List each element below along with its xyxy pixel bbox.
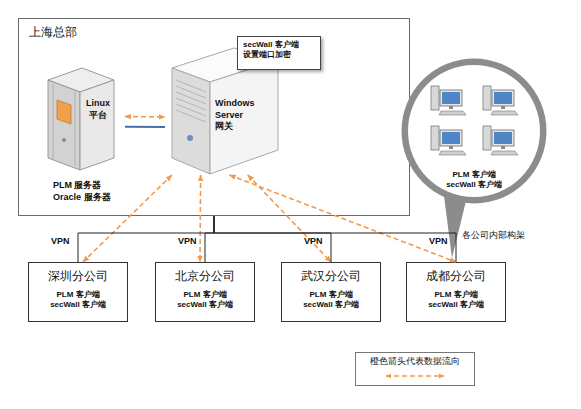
pc-keyboard bbox=[439, 111, 466, 115]
computer-icon bbox=[483, 86, 518, 115]
legend-item: 橙色箭头代表数据流向 bbox=[356, 353, 474, 385]
server-slot bbox=[176, 80, 206, 92]
data-flow-arrow bbox=[229, 175, 456, 262]
server-slot bbox=[176, 92, 206, 104]
legend-arrow bbox=[386, 375, 444, 377]
server-side bbox=[80, 80, 114, 170]
pc-tower bbox=[483, 126, 491, 150]
vpn-line bbox=[78, 216, 214, 262]
data-flow-arrow bbox=[83, 175, 172, 262]
link-line bbox=[125, 126, 165, 128]
legend-box: 橙色箭头代表数据流向 bbox=[355, 352, 475, 386]
branch-name: 深圳分公司 bbox=[29, 269, 127, 285]
pc-stand bbox=[501, 146, 505, 149]
server-side bbox=[210, 60, 278, 174]
server-ridge bbox=[53, 84, 54, 160]
data-flow-arrow bbox=[125, 116, 165, 118]
pc-screen bbox=[494, 92, 512, 104]
server-ridge bbox=[75, 92, 76, 166]
pc-tower bbox=[431, 86, 439, 110]
data-flow-arrow bbox=[248, 175, 331, 262]
server-button bbox=[62, 138, 66, 142]
pc-stand bbox=[449, 146, 453, 149]
server-badge bbox=[57, 100, 71, 124]
platform-label: Linux 平台 bbox=[83, 98, 113, 121]
edge-label: VPN bbox=[429, 236, 448, 248]
branch-software: PLM 客户端 secWall 客户端 bbox=[421, 290, 491, 311]
pc-monitor bbox=[440, 130, 462, 146]
server-slot bbox=[176, 104, 206, 116]
branch-box: 北京分公司 PLM 客户端 secWall 客户端 bbox=[155, 262, 255, 322]
branch-software: PLM 客户端 secWall 客户端 bbox=[43, 290, 113, 311]
site-name: 上海总部 bbox=[29, 25, 119, 41]
branch-box: 深圳分公司 PLM 客户端 secWall 客户端 bbox=[28, 262, 128, 322]
server-slot bbox=[176, 110, 206, 122]
branch-software: PLM 客户端 secWall 客户端 bbox=[170, 290, 240, 311]
computer-icon bbox=[431, 86, 466, 115]
magnifier-lens bbox=[408, 65, 540, 197]
edge-label: VPN bbox=[304, 236, 323, 248]
branch-name: 成都分公司 bbox=[407, 269, 505, 285]
legend-text: 橙色箭头代表数据流向 bbox=[356, 356, 474, 368]
client-software: PLM 客户端 secWall 客户端 bbox=[439, 170, 509, 191]
pc-screen bbox=[494, 132, 512, 144]
pc-monitor bbox=[492, 90, 514, 106]
pc-keyboard bbox=[491, 151, 518, 155]
legend-sample bbox=[356, 370, 474, 382]
gateway-label: Windows Server 网关 bbox=[215, 98, 259, 133]
site-box: 上海总部 Linux 平台 PLM 服务器 Oracle 服务器 Windows Se… bbox=[18, 18, 410, 216]
magnifier-ring bbox=[402, 59, 547, 204]
computer-icon bbox=[483, 126, 518, 155]
branch-box: 成都分公司 PLM 客户端 secWall 客户端 bbox=[406, 262, 506, 322]
pc-tower bbox=[483, 86, 491, 110]
data-flow-arrow bbox=[199, 175, 201, 262]
computer-icon bbox=[431, 126, 466, 155]
magnifier-circle: PLM 客户端 secWall 客户端 bbox=[401, 58, 547, 204]
pc-keyboard bbox=[491, 111, 518, 115]
callout-text: secWall 客户端 设置端口加密 bbox=[243, 40, 309, 61]
pc-screen bbox=[442, 92, 460, 104]
server-button bbox=[187, 135, 193, 141]
pc-tower bbox=[431, 126, 439, 150]
pc-keyboard bbox=[439, 151, 466, 155]
pc-monitor bbox=[492, 130, 514, 146]
edge-label: VPN bbox=[51, 236, 70, 248]
pc-stand bbox=[501, 106, 505, 109]
callout-box: secWall 客户端 设置端口加密 bbox=[237, 36, 321, 70]
pc-monitor bbox=[440, 90, 462, 106]
magnifier-tail bbox=[444, 196, 466, 258]
branch-name: 武汉分公司 bbox=[282, 269, 380, 285]
server-slot bbox=[176, 86, 206, 98]
pc-stand bbox=[449, 106, 453, 109]
branch-name: 北京分公司 bbox=[156, 269, 254, 285]
pc-screen bbox=[442, 132, 460, 144]
edge-label: VPN bbox=[178, 236, 197, 248]
note-label: 各公司内部构架 bbox=[462, 230, 525, 242]
server-front bbox=[48, 80, 80, 170]
vpn-line bbox=[205, 216, 214, 262]
vpn-line bbox=[214, 216, 331, 262]
server-slot bbox=[176, 98, 206, 110]
server-front bbox=[172, 68, 210, 174]
server-role: PLM 服务器 Oracle 服务器 bbox=[53, 180, 121, 203]
vpn-line bbox=[214, 216, 456, 262]
branch-software: PLM 客户端 secWall 客户端 bbox=[296, 290, 366, 311]
branch-box: 武汉分公司 PLM 客户端 secWall 客户端 bbox=[281, 262, 381, 322]
linux-server: Linux 平台 PLM 服务器 Oracle 服务器 bbox=[45, 60, 125, 205]
